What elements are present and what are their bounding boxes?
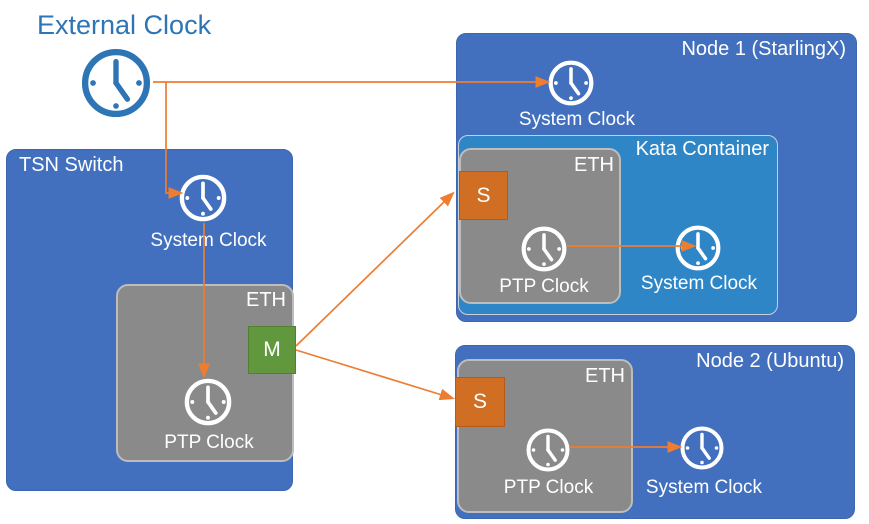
tsn-system-clock-label: System Clock bbox=[150, 230, 267, 251]
tsn-system-clock-icon bbox=[177, 172, 229, 224]
node2-slave-badge: S bbox=[455, 377, 505, 427]
node2-ptp-clock-icon bbox=[524, 426, 572, 474]
node1-eth-box: ETH S PTP Clock bbox=[459, 148, 621, 304]
node2-ptp-clock-label: PTP Clock bbox=[503, 477, 594, 498]
node1-ptp-clock-label: PTP Clock bbox=[499, 276, 589, 297]
node2-eth-box: ETH S PTP Clock bbox=[455, 359, 633, 513]
node1-title: Node 1 (StarlingX) bbox=[681, 38, 846, 60]
arrow-master-to-node2-slave bbox=[295, 349, 455, 401]
node1-system-clock-label: System Clock bbox=[518, 109, 636, 130]
tsn-eth-box: ETH M PTP Clock bbox=[116, 284, 296, 462]
tsn-ptp-clock-icon bbox=[182, 376, 234, 428]
kata-container-title: Kata Container bbox=[635, 138, 769, 160]
node2-system-clock-icon bbox=[678, 424, 726, 472]
arrow-master-to-node1-slave bbox=[295, 191, 455, 347]
node2-eth-label: ETH bbox=[585, 365, 625, 387]
node1-box: Node 1 (StarlingX) System Clock Kata Con… bbox=[456, 33, 857, 322]
tsn-ptp-clock-label: PTP Clock bbox=[164, 432, 254, 453]
node1-eth-label: ETH bbox=[574, 154, 614, 176]
tsn-switch-title: TSN Switch bbox=[19, 154, 124, 176]
kata-system-clock-icon bbox=[673, 223, 723, 273]
node2-title: Node 2 (Ubuntu) bbox=[696, 350, 844, 372]
node1-ptp-clock-icon bbox=[519, 224, 569, 274]
kata-system-clock-label: System Clock bbox=[640, 273, 758, 294]
node2-box: Node 2 (Ubuntu) ETH S PTP Clock System C… bbox=[455, 345, 855, 519]
tsn-eth-label: ETH bbox=[246, 289, 286, 311]
external-clock-label: External Clock bbox=[37, 10, 212, 40]
external-clock-icon bbox=[78, 45, 154, 121]
node1-slave-badge: S bbox=[459, 171, 508, 220]
node1-system-clock-icon bbox=[546, 58, 596, 108]
tsn-switch-box: TSN Switch System Clock ETH M PTP Clock bbox=[6, 149, 296, 491]
master-badge: M bbox=[248, 326, 296, 374]
node2-system-clock-label: System Clock bbox=[645, 477, 763, 498]
